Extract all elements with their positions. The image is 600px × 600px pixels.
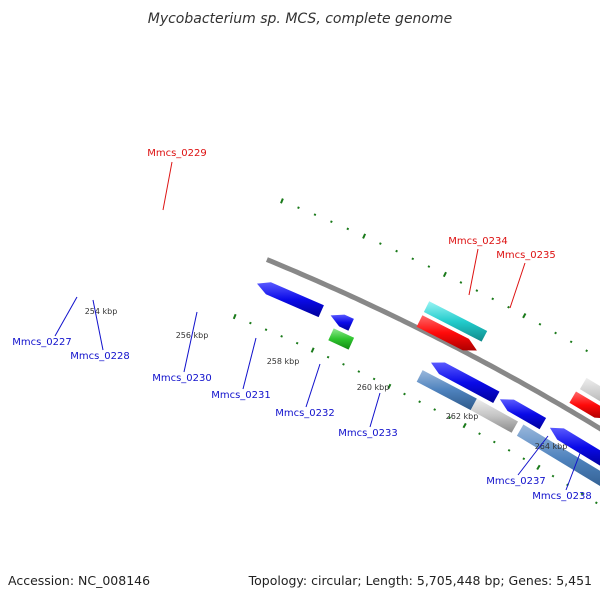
tick-mark xyxy=(492,440,496,444)
gene-label[interactable]: Mmcs_0237 xyxy=(486,476,546,487)
tick-mark xyxy=(459,281,463,284)
tick-mark xyxy=(536,464,541,471)
tick-mark xyxy=(403,392,406,396)
tick-mark xyxy=(522,313,527,319)
gene-label[interactable]: Mmcs_0228 xyxy=(70,351,130,362)
leader-line xyxy=(183,311,198,373)
gene-label[interactable]: Mmcs_0227 xyxy=(12,337,72,348)
tick-mark xyxy=(585,349,588,353)
tick-mark xyxy=(379,242,382,245)
tick-mark xyxy=(280,198,284,204)
leader-line xyxy=(92,299,104,351)
leader-line xyxy=(162,161,173,211)
gene-arrow xyxy=(516,424,600,486)
leader-line xyxy=(369,392,381,428)
leader-line xyxy=(305,363,321,408)
tick-mark xyxy=(448,416,452,419)
gene-arrow xyxy=(569,391,600,418)
tick-mark xyxy=(491,297,495,301)
tick-mark xyxy=(580,492,584,496)
gene-label[interactable]: Mmcs_0231 xyxy=(211,390,271,401)
tick-mark xyxy=(280,335,283,338)
tick-mark xyxy=(551,474,555,478)
leader-line xyxy=(509,262,526,309)
tick-mark xyxy=(418,400,421,404)
gene-arrow xyxy=(330,314,354,331)
tick-mark xyxy=(357,370,361,373)
leader-line xyxy=(242,337,257,390)
tick-mark xyxy=(326,355,330,359)
tick-mark xyxy=(475,289,479,292)
tick-mark xyxy=(442,271,447,278)
tick-mark xyxy=(554,331,557,335)
backbone-line xyxy=(265,257,600,432)
tick-mark xyxy=(507,448,511,452)
tick-mark xyxy=(330,220,333,224)
gene-label[interactable]: Mmcs_0229 xyxy=(147,148,207,159)
tick-mark xyxy=(569,340,573,344)
tick-mark xyxy=(232,313,237,320)
leader-line xyxy=(517,435,549,476)
tick-label: 260 kbp xyxy=(357,383,390,392)
gene-label[interactable]: Mmcs_0230 xyxy=(152,373,212,384)
tick-mark xyxy=(297,206,300,210)
tick-mark xyxy=(427,265,431,268)
leader-line xyxy=(468,248,479,296)
tick-mark xyxy=(462,422,467,429)
tick-mark xyxy=(478,432,481,436)
tick-label: 258 kbp xyxy=(267,357,300,366)
tick-mark xyxy=(522,457,526,461)
leader-line xyxy=(565,447,583,491)
tick-mark xyxy=(362,233,367,239)
gene-arrow xyxy=(499,399,547,430)
tick-mark xyxy=(249,321,252,325)
gene-label[interactable]: Mmcs_0234 xyxy=(448,236,508,247)
tick-mark xyxy=(310,347,315,353)
tick-mark xyxy=(313,213,317,216)
gene-arrow xyxy=(579,377,600,402)
genome-backbone xyxy=(265,257,600,432)
tick-mark xyxy=(507,305,510,309)
tick-mark xyxy=(433,408,437,411)
gene-label[interactable]: Mmcs_0233 xyxy=(338,428,398,439)
gene-labels: Mmcs_0229Mmcs_0234Mmcs_0235Mmcs_0227Mmcs… xyxy=(12,148,592,502)
gene-arrow xyxy=(257,282,324,318)
gene-arrow xyxy=(328,328,355,350)
tick-mark xyxy=(342,362,345,366)
gene-arrow xyxy=(470,398,518,433)
tick-track xyxy=(232,198,600,505)
tick-mark xyxy=(387,383,392,390)
tick-mark xyxy=(538,322,542,326)
tick-mark xyxy=(372,377,376,381)
gene-label[interactable]: Mmcs_0235 xyxy=(496,250,556,261)
page-title: Mycobacterium sp. MCS, complete genome xyxy=(148,11,453,27)
gene-features xyxy=(257,282,600,486)
gene-arrow xyxy=(423,301,488,342)
tick-mark xyxy=(411,257,415,261)
tick-mark xyxy=(395,249,398,253)
leader-line xyxy=(54,296,78,337)
gene-arrow xyxy=(549,427,600,466)
gene-label[interactable]: Mmcs_0238 xyxy=(532,491,592,502)
tick-mark xyxy=(264,328,268,331)
gene-label[interactable]: Mmcs_0232 xyxy=(275,408,335,419)
tick-mark xyxy=(295,341,299,345)
accession-text: Accession: NC_008146 xyxy=(8,573,150,588)
gene-arrow xyxy=(416,370,477,411)
tick-label: 264 kbp xyxy=(535,442,568,451)
gene-arrow xyxy=(431,362,500,403)
tick-mark xyxy=(594,501,598,505)
tick-label: 262 kbp xyxy=(446,412,479,421)
tick-label: 254 kbp xyxy=(85,307,118,316)
genome-summary-text: Topology: circular; Length: 5,705,448 bp… xyxy=(248,573,592,588)
gene-arrow xyxy=(416,315,477,351)
tick-mark xyxy=(346,227,350,231)
